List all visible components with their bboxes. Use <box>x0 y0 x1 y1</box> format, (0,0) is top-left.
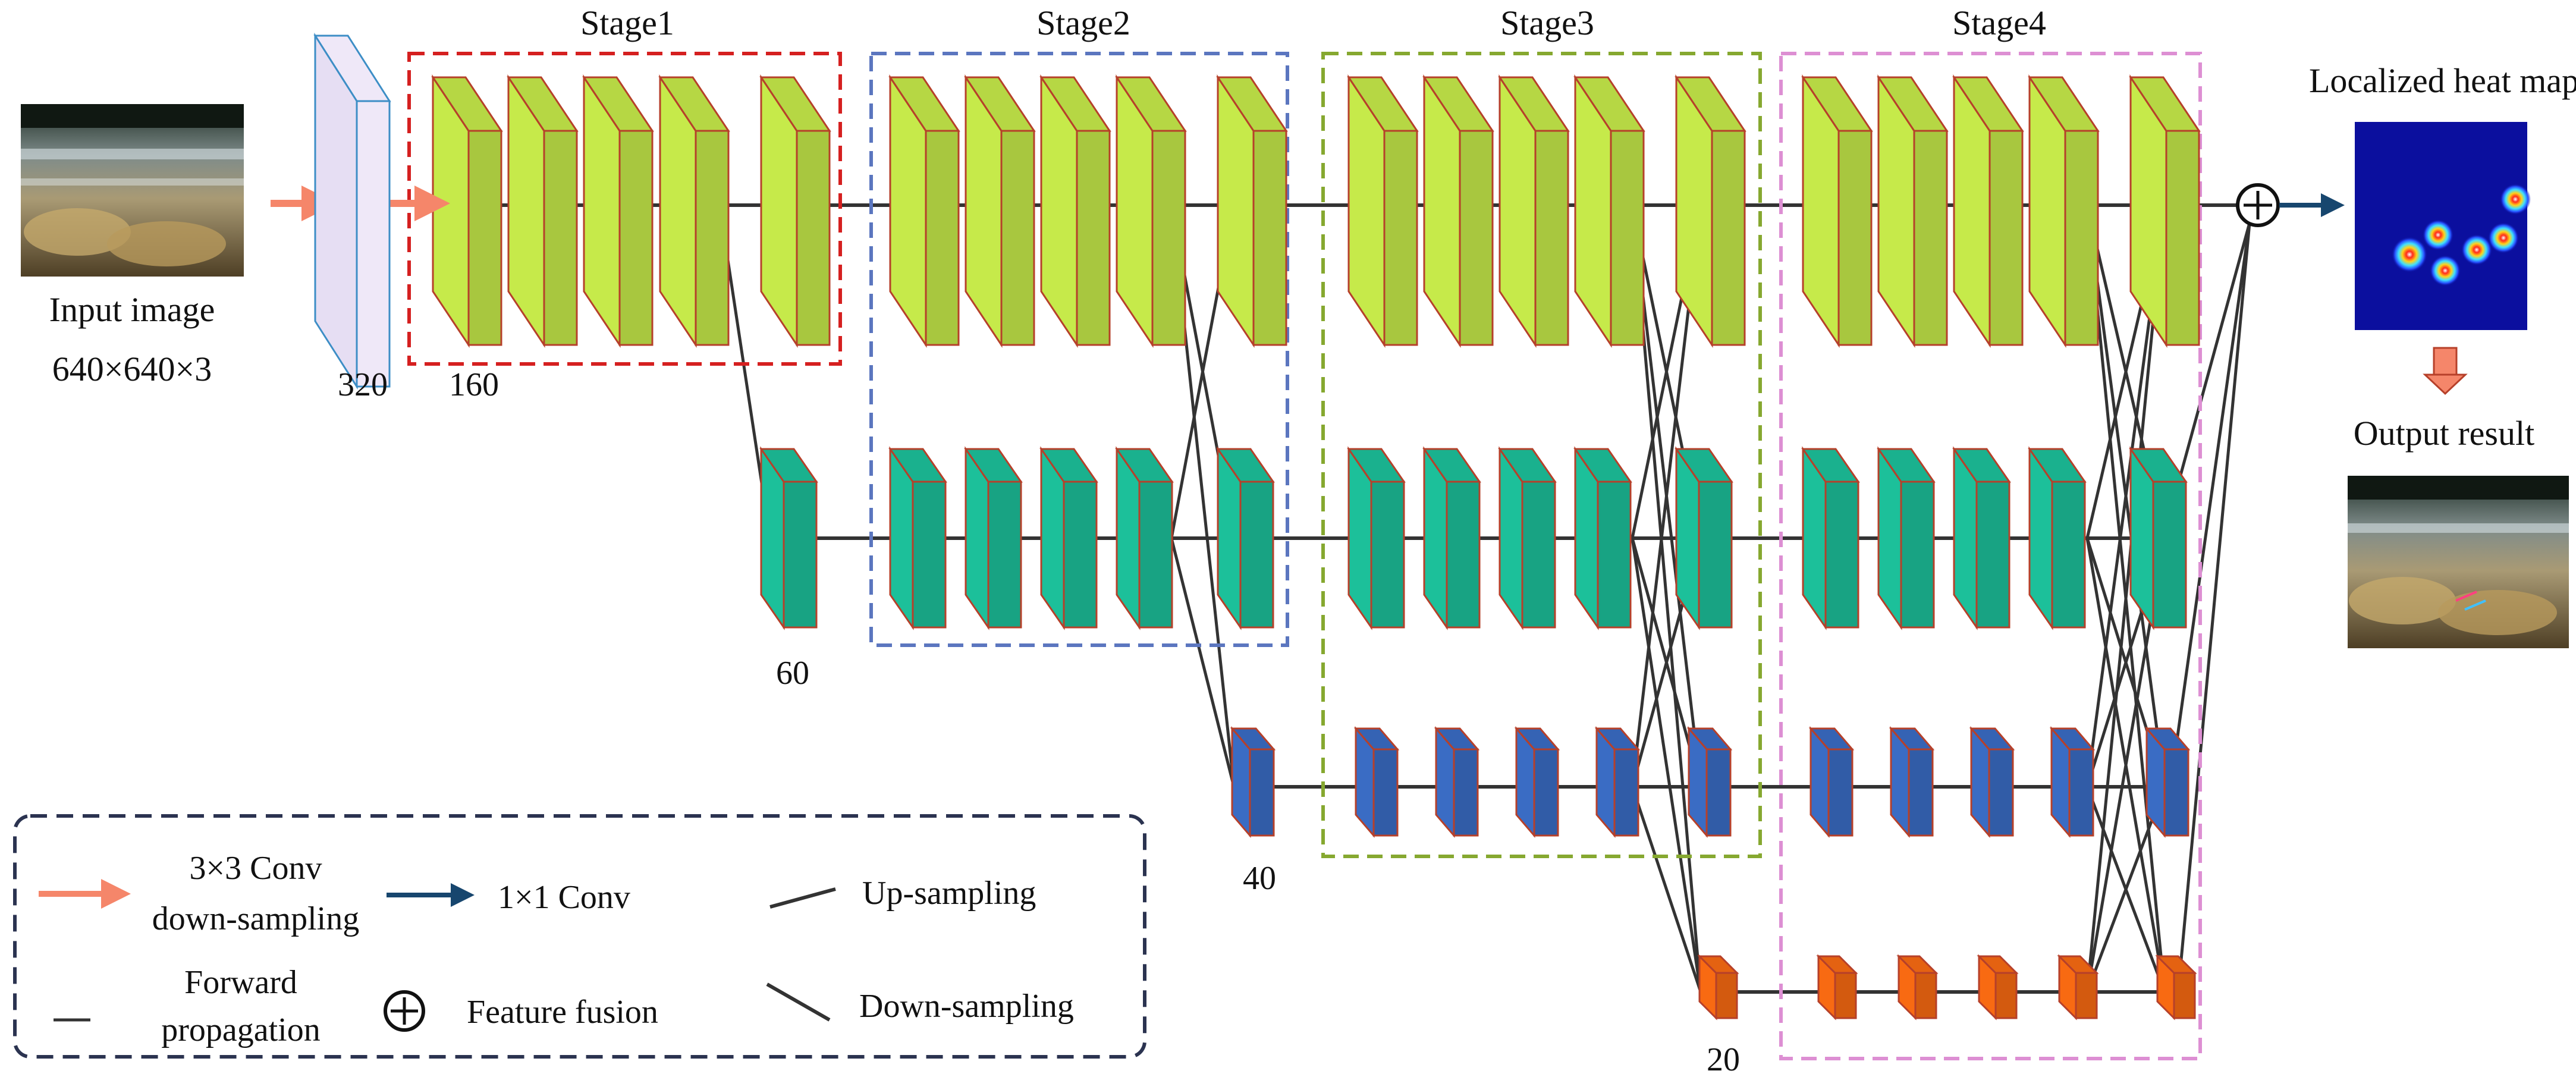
branch2-block <box>1039 446 1098 630</box>
legend-conv3-label-2: down-sampling <box>152 900 359 937</box>
branch1-block <box>759 74 831 348</box>
heatmap-to-result-arrow <box>2423 347 2468 395</box>
stage4-title: Stage4 <box>1952 4 2046 42</box>
legend: 3×3 Conv down-sampling 1×1 Conv Up-sampl… <box>13 814 1146 1059</box>
stage1-box <box>407 52 842 366</box>
legend-fusion-icon <box>384 990 425 1032</box>
feature-fusion-node <box>2236 183 2280 227</box>
branch3-block <box>1434 726 1480 839</box>
exchange-line <box>1170 538 1236 787</box>
branch1-block <box>2129 74 2201 348</box>
legend-forward-label-2: propagation <box>161 1012 320 1048</box>
branch4-block <box>2155 954 2197 1021</box>
legend-downsampling-label: Down-sampling <box>859 988 1074 1025</box>
branch1-block <box>1039 74 1111 348</box>
legend-conv3-label-1: 3×3 Conv <box>190 850 322 887</box>
branch4-block <box>1816 954 1858 1021</box>
branch1-block <box>507 74 579 348</box>
branch4-block <box>2057 954 2099 1021</box>
branch1-block <box>1801 74 1873 348</box>
branch3-block <box>1808 726 1855 839</box>
branch2-block <box>1216 446 1275 630</box>
output-result-title: Output result <box>2354 414 2534 453</box>
feature-blocks <box>431 74 2201 1021</box>
input-image-title: Input image <box>49 290 215 329</box>
branch1-block <box>888 74 960 348</box>
exchange-line <box>1631 786 1702 993</box>
branch1-block <box>1675 74 1746 348</box>
fusion-input-line <box>2176 222 2251 993</box>
stage-boxes <box>407 52 2202 1060</box>
branch2-block <box>1952 446 2011 630</box>
stage3-title: Stage3 <box>1500 4 1594 42</box>
branch2-block <box>1877 446 1936 630</box>
stage2-title: Stage2 <box>1036 4 1130 42</box>
input-image <box>21 104 244 277</box>
fusion-input-line <box>2169 222 2251 787</box>
branch1-block <box>658 74 730 348</box>
branch2-block <box>1675 446 1733 630</box>
branch2-block <box>1801 446 1860 630</box>
branch2-block <box>1422 446 1481 630</box>
branch2-block <box>759 446 818 630</box>
branch1-block <box>1877 74 1949 348</box>
branch4-block <box>1977 954 2019 1021</box>
stage1-title: Stage1 <box>580 4 674 42</box>
branch3-block <box>1230 726 1276 839</box>
branch1-block <box>1952 74 2024 348</box>
branch3-channel-label: 40 <box>1243 860 1276 897</box>
branch2-block <box>2129 446 2188 630</box>
branch4-channel-label: 20 <box>1707 1041 1740 1077</box>
stage3-box <box>1321 52 1762 858</box>
branch1-block <box>1422 74 1494 348</box>
legend-fusion-label: Feature fusion <box>467 994 658 1031</box>
branch2-block <box>1115 446 1174 630</box>
branch4-block <box>1697 954 1739 1021</box>
stem-channel-label: 320 <box>338 366 388 403</box>
localized-heat-map <box>2355 122 2531 330</box>
legend-upsampling-line <box>769 887 836 909</box>
branch2-channel-label: 60 <box>776 655 809 692</box>
branch1-block <box>2028 74 2100 348</box>
branch3-block <box>1889 726 1935 839</box>
branch3-block <box>1514 726 1560 839</box>
heatmap-title: Localized heat map <box>2309 61 2576 100</box>
branch3-block <box>2049 726 2096 839</box>
stem-block <box>313 32 391 390</box>
branch2-block <box>1347 446 1406 630</box>
branch1-block <box>1498 74 1570 348</box>
branch2-block <box>888 446 947 630</box>
stage2-box <box>869 52 1289 647</box>
branch1-block <box>1573 74 1645 348</box>
branch2-block <box>1573 446 1632 630</box>
branch1-block <box>431 74 503 348</box>
legend-upsampling-label: Up-sampling <box>862 875 1036 912</box>
branch1-block <box>964 74 1036 348</box>
branch2-block <box>1498 446 1557 630</box>
input-image-size: 640×640×3 <box>52 350 212 388</box>
stage4-box <box>1779 52 2202 1060</box>
exchange-line <box>2085 205 2166 993</box>
branch3-block <box>1353 726 1400 839</box>
branch3-block <box>1969 726 2015 839</box>
branch1-block <box>582 74 654 348</box>
branch1-block <box>1347 74 1419 348</box>
legend-downsampling-line <box>766 982 831 1022</box>
output-result-image <box>2348 476 2569 648</box>
legend-forward-label-1: Forward <box>184 964 297 1001</box>
branch3-block <box>1594 726 1641 839</box>
legend-conv1-label: 1×1 Conv <box>498 879 630 916</box>
branch4-block <box>1896 954 1939 1021</box>
branch3-block <box>1686 726 1733 839</box>
branch2-block <box>964 446 1023 630</box>
branch1-block <box>1216 74 1288 348</box>
branch1-block <box>1115 74 1187 348</box>
branch1-channel-label: 160 <box>449 366 499 403</box>
branch3-block <box>2144 726 2191 839</box>
exchange-line <box>1631 538 1702 993</box>
branch2-block <box>2028 446 2087 630</box>
